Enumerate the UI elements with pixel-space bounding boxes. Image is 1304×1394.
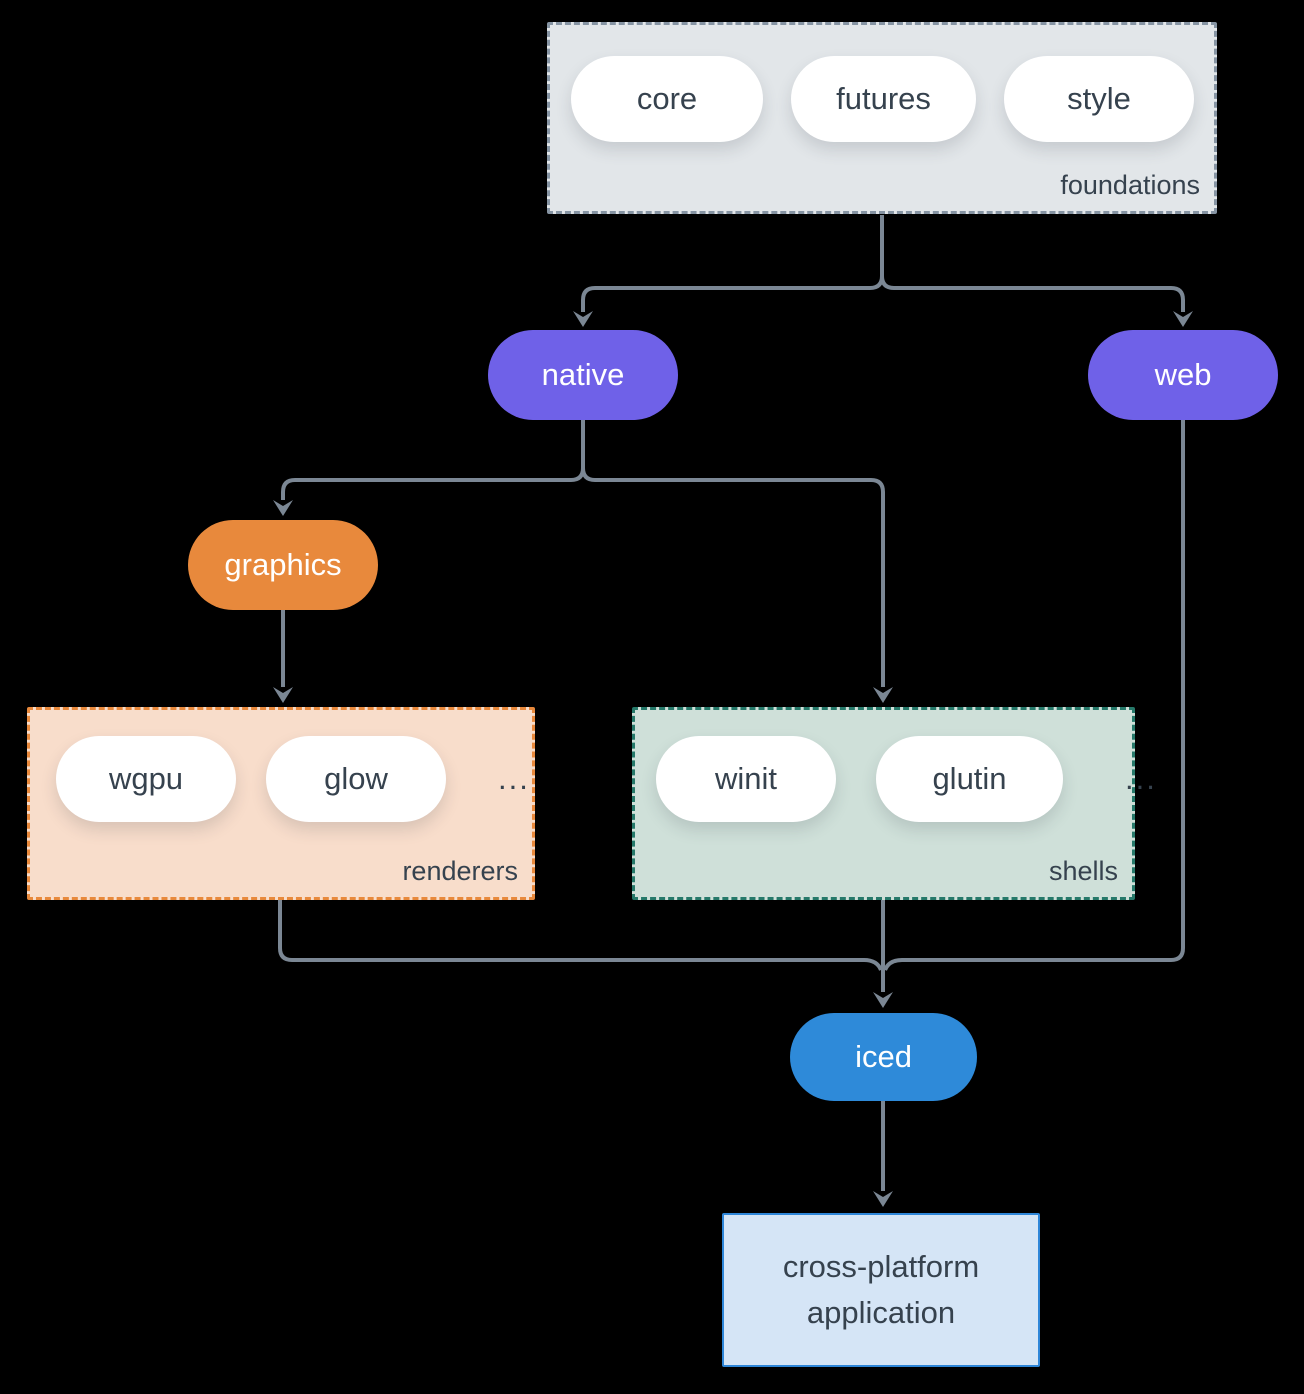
shells-label: shells [1048,856,1118,886]
arrowhead-graphics [273,500,293,516]
group-shells: winit glutin ... shells [632,707,1155,900]
foundations-pill-row: core futures style [571,56,1194,142]
connector-native-to-shells [581,467,885,687]
renderers-pill-row: wgpu glow ... [56,736,530,822]
node-winit: winit [656,736,836,822]
node-core: core [571,56,763,142]
arrowhead-web [1173,311,1193,327]
shells-pill-row: winit glutin ... [656,736,1157,822]
node-cross-platform-application: cross-platform application [722,1213,1040,1367]
node-glow: glow [266,736,446,822]
renderers-label: renderers [402,856,518,886]
arrowhead-application [873,1191,893,1207]
connector-foundations-to-web [880,275,1185,312]
arrowhead-renderers [273,687,293,703]
arrowhead-shells [873,687,893,703]
node-style: style [1004,56,1194,142]
connector-foundations-to-native [581,215,884,312]
shells-ellipsis: ... [1125,761,1157,796]
node-iced: iced [790,1013,977,1101]
node-native: native [488,330,678,420]
connector-native-to-graphics [281,420,585,500]
arrowhead-iced [873,992,893,1008]
group-renderers: wgpu glow ... renderers [27,707,535,900]
group-foundations: core futures style foundations [547,22,1217,214]
arrowhead-native [573,311,593,327]
renderers-ellipsis: ... [498,761,530,796]
node-web: web [1088,330,1278,420]
node-wgpu: wgpu [56,736,236,822]
connector-renderers-to-iced [278,900,883,971]
node-futures: futures [791,56,976,142]
foundations-label: foundations [1060,170,1200,200]
node-graphics: graphics [188,520,378,610]
node-glutin: glutin [876,736,1063,822]
